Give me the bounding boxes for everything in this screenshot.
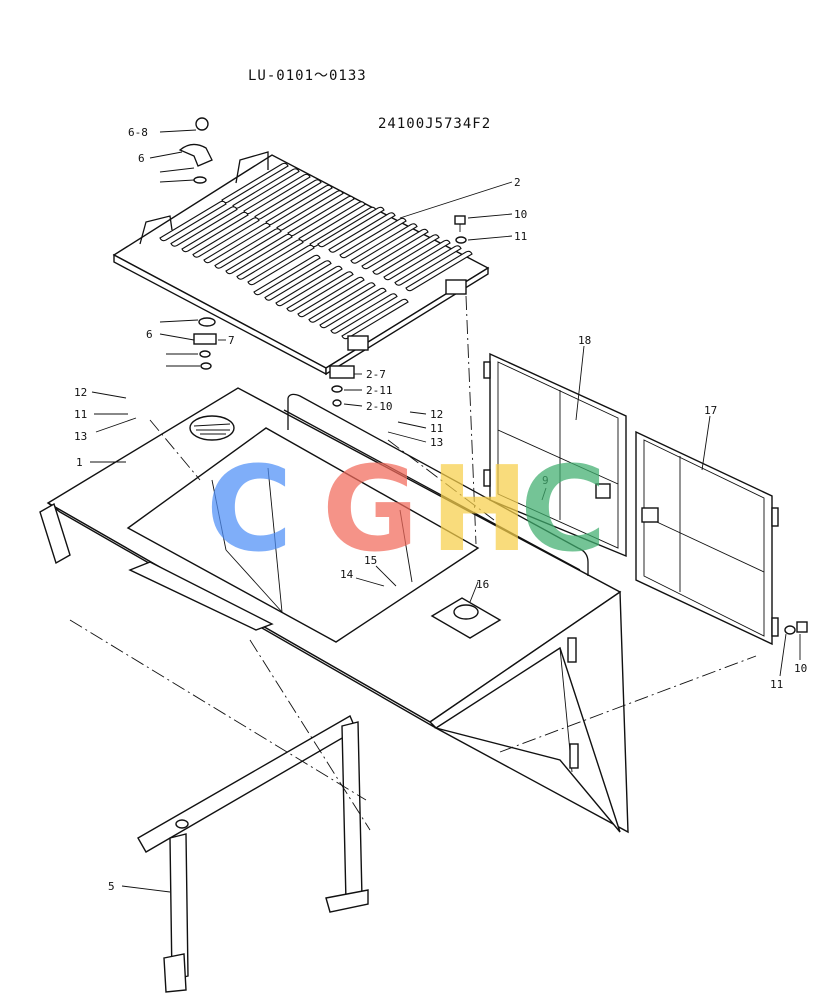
callout-1: 1 (76, 456, 83, 469)
louvre-slot (203, 222, 271, 264)
louvre-slot (275, 265, 343, 307)
louvre-slot (297, 276, 365, 318)
louvre-slot (405, 250, 473, 292)
louvre-slot (236, 239, 304, 280)
callout-17: 17 (704, 404, 717, 417)
louvre-slot (394, 245, 462, 286)
callout-labels: 6-8 6 2 10 11 6 7 2-7 2-11 2-10 12 11 13… (74, 126, 807, 893)
callout-10-top: 10 (514, 208, 527, 221)
callout-12-right: 12 (430, 408, 443, 421)
side-door-18 (483, 352, 627, 558)
louvre-slot (253, 254, 321, 296)
louvre-slot (308, 282, 376, 323)
louvre-slot (181, 211, 249, 253)
louvre-slot (319, 287, 387, 329)
louvre-slot (317, 206, 385, 248)
louvre-slot (286, 271, 354, 312)
louvre-slot (192, 217, 260, 258)
louvre-slot (350, 223, 418, 264)
louvre-slot (170, 206, 238, 247)
side-door-17 (635, 430, 808, 646)
callout-11-top: 11 (514, 230, 527, 243)
louvre-slot (214, 228, 282, 269)
louvre-slot (383, 239, 451, 281)
louvre-slot (361, 228, 429, 270)
louvre-slot (341, 298, 409, 340)
callout-14: 14 (340, 568, 354, 581)
callout-13-left: 13 (74, 430, 87, 443)
callout-2: 2 (514, 176, 521, 189)
serial-range-label: LU-0101～0133 (248, 68, 367, 84)
callout-5: 5 (108, 880, 115, 893)
louvre-slot (247, 244, 315, 286)
louvre-slot (225, 233, 293, 275)
callout-18: 18 (578, 334, 591, 347)
watermark-letter-c2: C (520, 440, 607, 578)
callout-6-top: 6 (138, 152, 145, 165)
top-cover-panel (112, 151, 490, 376)
callout-11-right: 11 (430, 422, 443, 435)
louvre-slot (328, 212, 396, 253)
callout-2-10: 2-10 (366, 400, 393, 413)
callout-2-11: 2-11 (366, 384, 393, 397)
callout-6-8: 6-8 (128, 126, 148, 139)
support-stand-5 (137, 715, 369, 993)
callout-16: 16 (476, 578, 489, 591)
bolt-10-washer-11 (454, 215, 467, 244)
louvre-slot (330, 293, 398, 334)
callout-9: 9 (542, 474, 549, 487)
main-frame (39, 387, 629, 834)
louvre-slot (264, 260, 332, 301)
callout-12-left: 12 (74, 386, 87, 399)
watermark-letter-c1: C (206, 440, 293, 578)
callout-13-right: 13 (430, 436, 443, 449)
callout-10-bottom: 10 (794, 662, 807, 675)
callout-2-7: 2-7 (366, 368, 386, 381)
assembly-guide-lines (69, 295, 757, 831)
hinge-bracket-2-7 (329, 365, 355, 407)
cghc-watermark: C G H C (206, 440, 607, 578)
louvre-slot (372, 234, 440, 275)
leader-lines (90, 129, 801, 893)
part-number-label: 24100J5734F2 (378, 116, 491, 132)
watermark-letter-h: H (430, 440, 529, 578)
callout-11-bottom: 11 (770, 678, 783, 691)
callout-7: 7 (228, 334, 235, 347)
callout-6-lower: 6 (146, 328, 153, 341)
watermark-letter-g: G (322, 440, 419, 578)
callout-15: 15 (364, 554, 377, 567)
callout-11-left: 11 (74, 408, 87, 421)
louvre-slot (159, 200, 227, 242)
louvre-slot (339, 217, 407, 259)
